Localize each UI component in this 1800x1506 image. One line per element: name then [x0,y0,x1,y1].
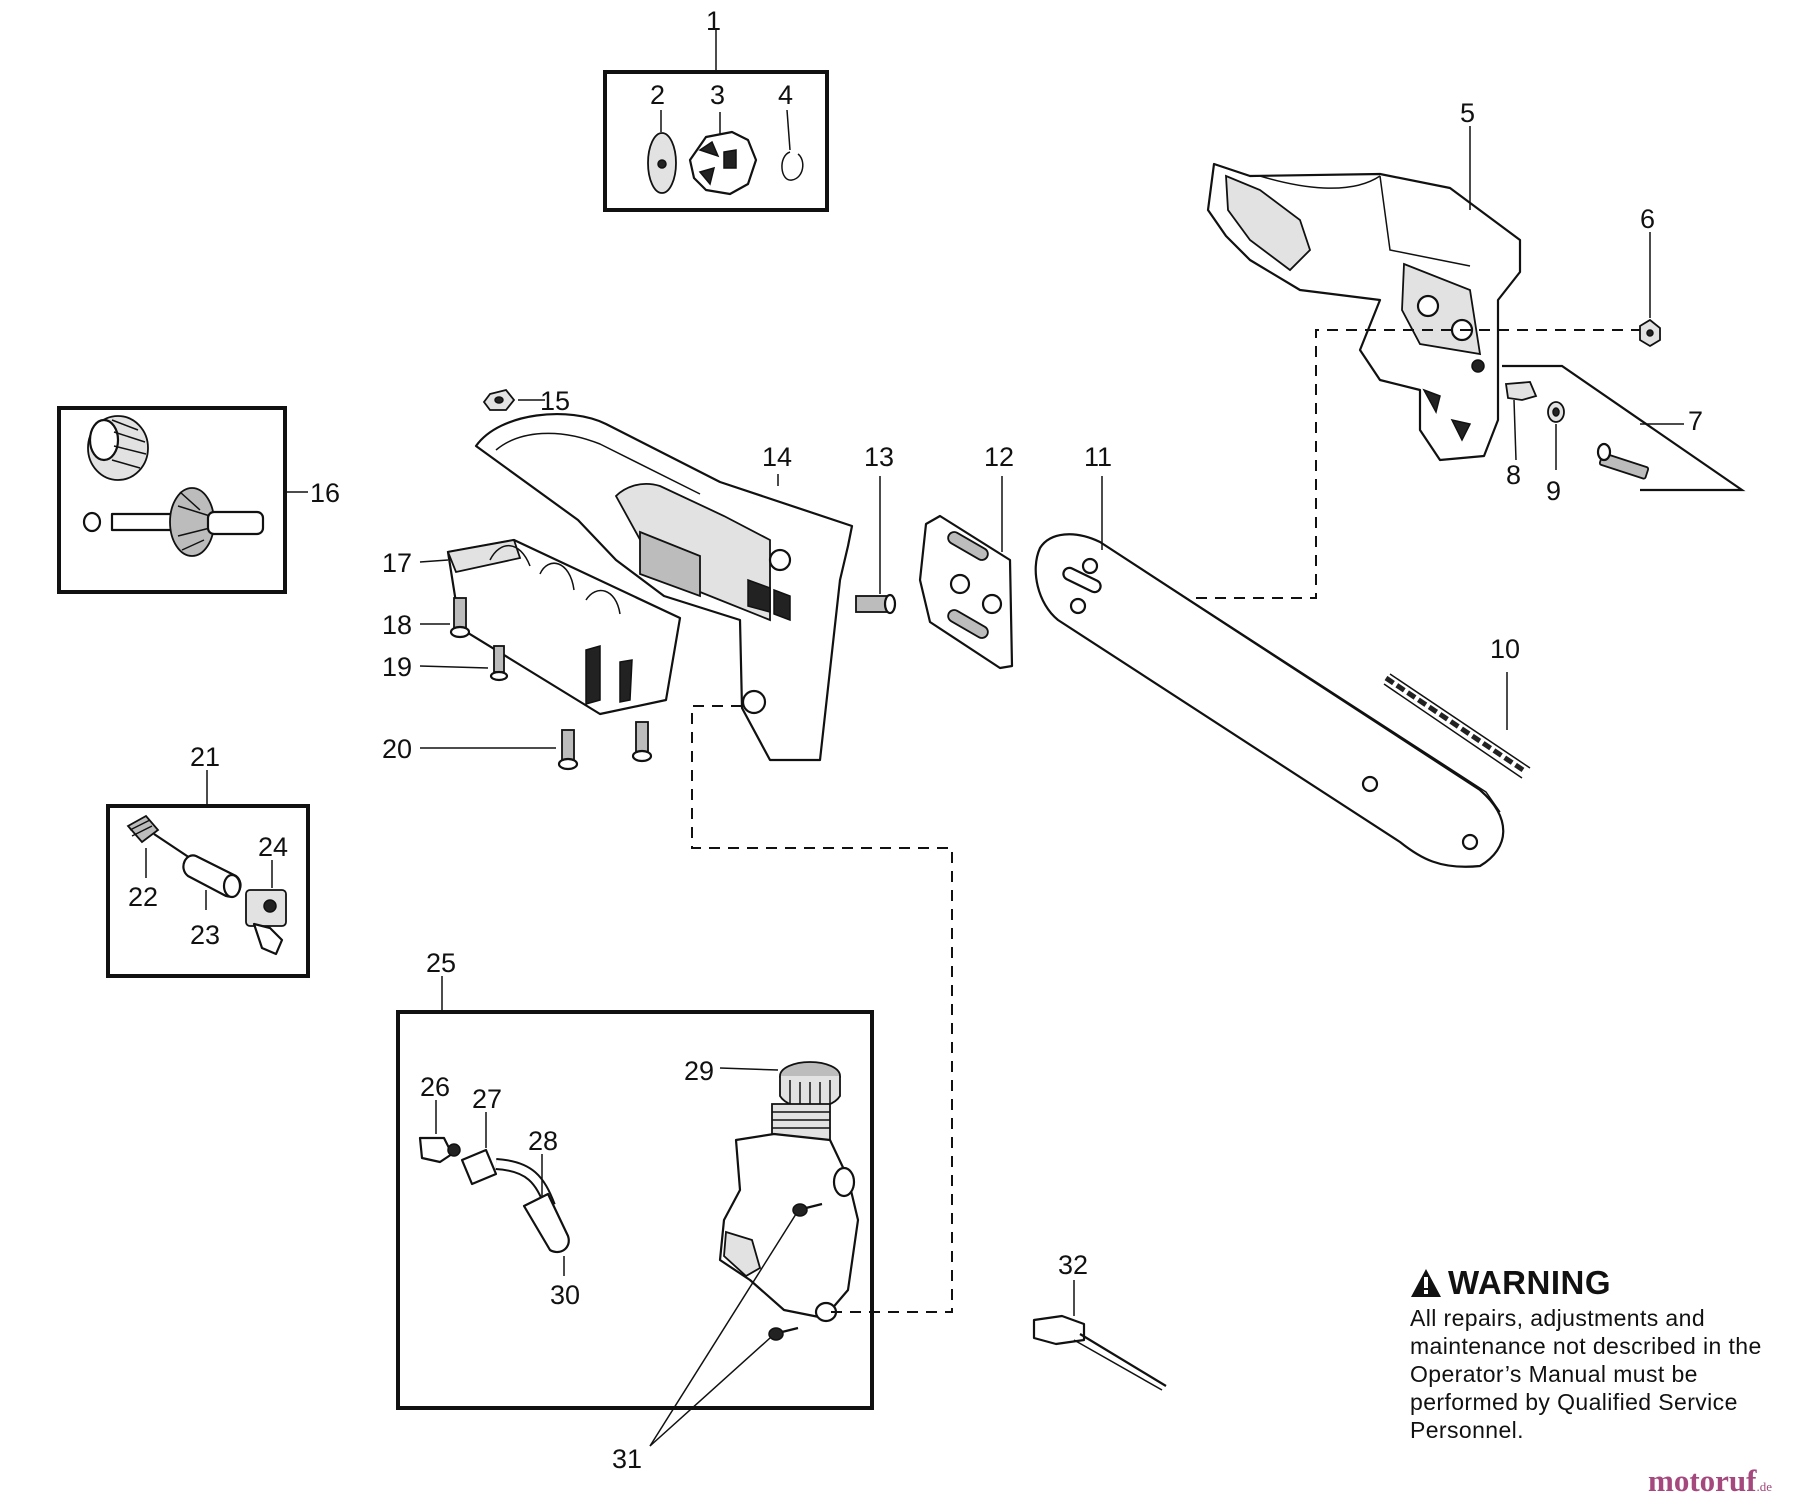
label-18: 18 [382,610,412,640]
kit-box-16 [57,406,287,594]
label-12: 12 [984,442,1014,472]
label-20: 20 [382,734,412,764]
group-16-gear-kit [57,406,308,594]
part-15-nut [482,388,545,411]
label-2: 2 [650,80,665,110]
label-8: 8 [1506,460,1521,490]
label-26: 26 [420,1072,450,1102]
label-17: 17 [382,548,412,578]
label-3: 3 [710,80,725,110]
warning-notice: WARNING All repairs, adjustments and mai… [1410,1264,1780,1444]
warning-body-text: All repairs, adjustments and maintenance… [1410,1305,1762,1443]
label-29: 29 [684,1056,714,1086]
label-31: 31 [612,1444,642,1474]
part-11-guide-bar [1034,476,1505,868]
label-23: 23 [190,920,220,950]
screws-18-20 [419,597,653,771]
part-13-stud [855,476,897,615]
part-6-nut [1639,232,1661,348]
group-25-oil-tank-kit [396,976,874,1447]
label-6: 6 [1640,204,1655,234]
reference-lines [691,329,1640,1313]
label-10: 10 [1490,634,1520,664]
part-10-chain [1383,672,1531,779]
part-number-labels: 1 2 3 4 5 6 7 8 9 10 11 12 13 14 15 16 1… [128,6,1703,1474]
retaining-clip-part [781,151,804,181]
label-30: 30 [550,1280,580,1310]
parts-7-8-9-tensioner [1502,364,1746,492]
part-32-wrench [1032,1280,1167,1391]
label-9: 9 [1546,476,1561,506]
watermark-suffix: .de [1756,1479,1773,1494]
group-21-oil-pump-kit [106,770,310,978]
sprocket-part [688,130,758,196]
label-25: 25 [426,948,456,978]
label-15: 15 [540,386,570,416]
label-4: 4 [778,80,793,110]
label-19: 19 [382,652,412,682]
label-16: 16 [310,478,340,508]
label-22: 22 [128,882,158,912]
warning-heading: WARNING [1410,1264,1780,1302]
part-12-bar-plate [918,476,1014,670]
label-5: 5 [1460,98,1475,128]
label-13: 13 [864,442,894,472]
label-11: 11 [1084,442,1112,472]
label-14: 14 [762,442,792,472]
label-28: 28 [528,1126,558,1156]
part-14-bar-cover [474,413,854,762]
watermark-name: motoruf [1648,1463,1757,1498]
label-21: 21 [190,742,220,772]
kit-box-21 [106,804,310,978]
label-1: 1 [706,6,721,36]
label-32: 32 [1058,1250,1088,1280]
kit-box-25 [396,1010,874,1410]
part-5-motor-housing [1206,126,1522,462]
label-7: 7 [1688,406,1703,436]
watermark-logo: motoruf.de [1648,1463,1772,1499]
warning-title: WARNING [1448,1264,1611,1301]
label-27: 27 [472,1084,502,1114]
group-1-sprocket-kit [603,30,829,212]
label-24: 24 [258,832,288,862]
warning-triangle-icon [1411,1269,1441,1297]
